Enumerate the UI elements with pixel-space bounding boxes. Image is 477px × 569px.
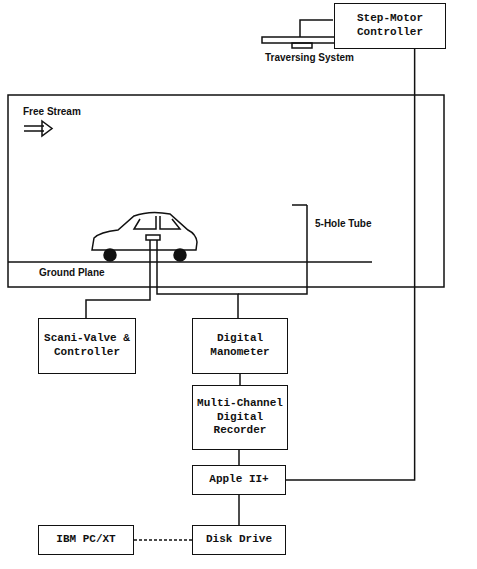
computer-box: IBM PC/XT (38, 525, 134, 555)
annotation-label: 5-Hole Tube (314, 218, 372, 229)
traverse-post (299, 30, 301, 37)
pressure-tubing (86, 240, 150, 318)
box-label: Scani-Valve & Controller (43, 332, 131, 360)
box-label: IBM PC/XT (56, 533, 115, 547)
annotation-label: Traversing System (264, 52, 355, 63)
traverse-carriage (262, 37, 344, 43)
box-label: Apple II+ (209, 473, 268, 487)
box-label: Multi-Channel Digital Recorder (197, 397, 283, 438)
signal-line (239, 495, 240, 525)
traverse-clamp (292, 43, 312, 48)
stepper-cable (300, 20, 333, 30)
annotation-label: Free Stream (22, 106, 82, 117)
computer-box: Apple II+ (192, 465, 286, 495)
signal-line (239, 450, 240, 465)
box-label: Disk Drive (206, 533, 272, 547)
car-windows (134, 216, 180, 229)
controller-box: Step-Motor Controller (334, 3, 446, 49)
five-hole-tube (292, 205, 307, 246)
signal-line (134, 540, 192, 541)
recorder-box: Multi-Channel Digital Recorder (192, 385, 288, 450)
disk-drive-box: Disk Drive (192, 525, 286, 555)
scanivalve-box: Scani-Valve & Controller (38, 318, 136, 374)
pressure-tubing (157, 240, 238, 318)
car-wheel (174, 249, 186, 261)
signal-line (286, 49, 415, 480)
test-section (8, 95, 444, 287)
box-label: Digital Manometer (197, 332, 283, 360)
annotation-label: Ground Plane (38, 267, 106, 278)
signal-line (240, 374, 241, 385)
manometer-box: Digital Manometer (192, 318, 288, 374)
pressure-taps (146, 235, 160, 240)
flow-arrow (24, 121, 52, 136)
probe-tubing (238, 246, 307, 294)
car-model (92, 212, 197, 250)
ground-plane (8, 261, 372, 263)
box-label: Step-Motor Controller (339, 12, 441, 40)
car-wheel (104, 249, 116, 261)
